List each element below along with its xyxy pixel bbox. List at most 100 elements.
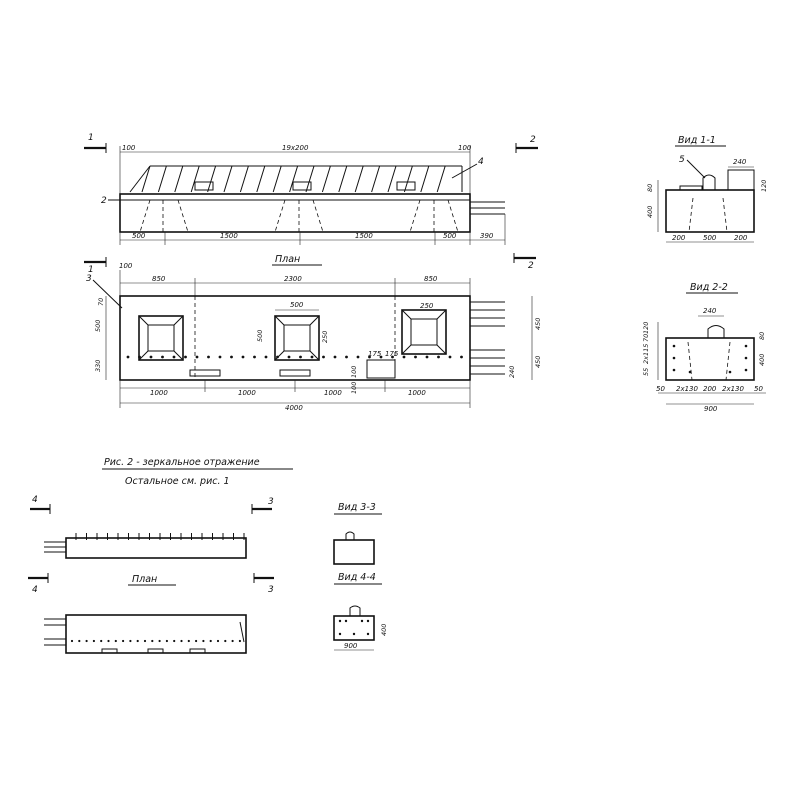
callout-3: 3 <box>86 274 92 284</box>
plan-rebar-dot <box>322 355 325 359</box>
view-4-4-rebar-dot <box>352 632 356 636</box>
plan-cut-mark-2-label: 2 <box>528 261 534 271</box>
view-1-1-dim-500: 500 <box>703 234 717 242</box>
fig2-rebar-dot <box>209 639 212 643</box>
view-1-1-top-block <box>727 169 755 191</box>
fig2-rebar-dot <box>114 639 117 643</box>
plan-rebar-dot <box>391 355 394 359</box>
view-4-4-title: Вид 4-4 <box>338 572 376 583</box>
plan-bottom-dim-1000-3: 1000 <box>324 389 342 397</box>
side-top-dim-100-right: 100 <box>458 144 472 152</box>
plan-box-small <box>366 359 396 379</box>
plan-bottom-dim-1000-2: 1000 <box>238 389 256 397</box>
fig2-cut-3-label: 3 <box>268 497 274 507</box>
fig2-plan-body <box>65 614 247 654</box>
socket-dim-250-right: 250 <box>420 302 434 310</box>
fig2-rebar-dot <box>231 639 234 643</box>
view-1-1-dim-400: 400 <box>646 206 654 218</box>
view-3-3-lifting-loop <box>345 531 355 540</box>
view-4-4: Вид 4-4 400 900 <box>333 572 388 651</box>
fig2-cut-4-label: 4 <box>32 495 38 505</box>
view-2-2-lifting-loop <box>707 325 725 338</box>
plan-plate-1 <box>189 369 221 377</box>
plan-top-dim-100: 100 <box>119 262 133 270</box>
view-4-4-rebar-dots <box>338 619 370 636</box>
side-top-dim-100-left: 100 <box>122 144 136 152</box>
view-2-2-rebar-dot <box>688 370 692 374</box>
view-2-2-socket <box>687 341 731 381</box>
plan-rebar-dot <box>345 355 348 359</box>
caption: Рис. 2 - зеркальное отражение Остальное … <box>102 457 293 487</box>
fig2-rebar-dot <box>195 639 198 643</box>
side-stirrup <box>272 165 282 193</box>
view-2-2-dim-50-left: 50 <box>656 385 665 393</box>
plan-right-dim-450-bottom: 450 <box>534 356 542 368</box>
side-socket-axes <box>162 200 435 232</box>
view-2-2-dim-2x130-left: 2x130 <box>676 385 699 393</box>
fig2-plan-title: План <box>132 574 157 585</box>
side-stirrups <box>141 165 446 193</box>
plan-right-dim-240: 240 <box>508 366 516 378</box>
side-bottom-dim-500-left: 500 <box>132 232 146 240</box>
fig2-plan-cut-3-label: 3 <box>268 585 274 595</box>
view-1-1: Вид 1-1 5 240 80 400 120 200 500 200 <box>646 135 768 243</box>
callout-2: 2 <box>101 196 107 206</box>
fig2-rebar-dot <box>216 639 220 643</box>
side-bottom-dim-1500-right: 1500 <box>355 232 373 240</box>
plan-rebar-dot <box>218 355 222 359</box>
fig2-rebar-dot <box>202 639 205 643</box>
plan-cut-mark-1-label: 1 <box>88 265 94 275</box>
view-4-4-body <box>333 615 375 641</box>
view-2-2-rebar-dot <box>744 356 748 360</box>
side-stirrup <box>354 165 364 193</box>
plan-socket-right <box>401 309 447 355</box>
side-plate-3 <box>396 181 416 191</box>
side-beam-body <box>119 193 471 233</box>
view-2-2-dim-2x130-right: 2x130 <box>722 385 745 393</box>
fig2-rebar-dot <box>165 639 168 643</box>
fig2-rebar-dot <box>136 639 139 643</box>
view-2-2-dim-400: 400 <box>758 354 766 366</box>
side-stirrup <box>403 165 413 193</box>
fig2-plan-end-bar <box>239 621 245 643</box>
view-1-1-callout-leader <box>686 159 706 179</box>
side-stirrup <box>436 165 446 193</box>
side-stirrup <box>305 165 315 193</box>
plan-overall-dim-4000: 4000 <box>285 404 303 412</box>
fig2-rebar-dot <box>92 639 95 643</box>
view-4-4-dim-400: 400 <box>380 624 388 636</box>
fig2-side-stirrups <box>75 533 245 540</box>
view-2-2: Вид 2-2 240 55 2x115 70 120 80 400 50 2x… <box>642 282 766 413</box>
side-stirrup <box>239 165 249 193</box>
fig2-rebar-dot <box>122 639 125 643</box>
plan-bottom-dim-1000-4: 1000 <box>408 389 426 397</box>
plan-left-dim-500: 500 <box>94 320 102 332</box>
view-4-4-rebar-dot <box>366 619 370 623</box>
cut-mark-1-label: 1 <box>88 133 94 143</box>
view-4-4-rebar-dot <box>338 619 342 623</box>
fig2-rebar-dot <box>143 639 147 643</box>
view-1-1-lifting-loop <box>702 174 716 190</box>
view-1-1-title: Вид 1-1 <box>678 135 716 146</box>
small-dim-100-a: 100 <box>350 366 358 378</box>
caption-line-1: Рис. 2 - зеркальное отражение <box>104 457 260 468</box>
side-top-dim-19x200: 19x200 <box>282 144 309 152</box>
view-2-2-rebar-dots <box>672 344 748 374</box>
fig2-rebar-dot <box>100 639 103 643</box>
fig2-plan-cut-4-label: 4 <box>32 585 38 595</box>
side-plate-2 <box>292 181 312 191</box>
small-dim-175-a: 175 <box>368 350 382 358</box>
view-3-3: Вид 3-3 <box>333 502 382 565</box>
side-rebar-end-left <box>129 165 151 193</box>
plan-rebar-dot <box>241 355 245 359</box>
view-2-2-rebar-dot <box>672 368 676 372</box>
view-2-2-rebar-dot <box>672 356 676 360</box>
fig2-rebar-dot <box>85 639 88 643</box>
fig2-rebar-dot <box>151 639 154 643</box>
fig2-plan-plate-2 <box>147 648 164 654</box>
view-1-1-dim-80: 80 <box>646 184 654 192</box>
fig2-rebar-dot <box>224 639 227 643</box>
socket-dim-500-mid: 500 <box>256 330 264 342</box>
